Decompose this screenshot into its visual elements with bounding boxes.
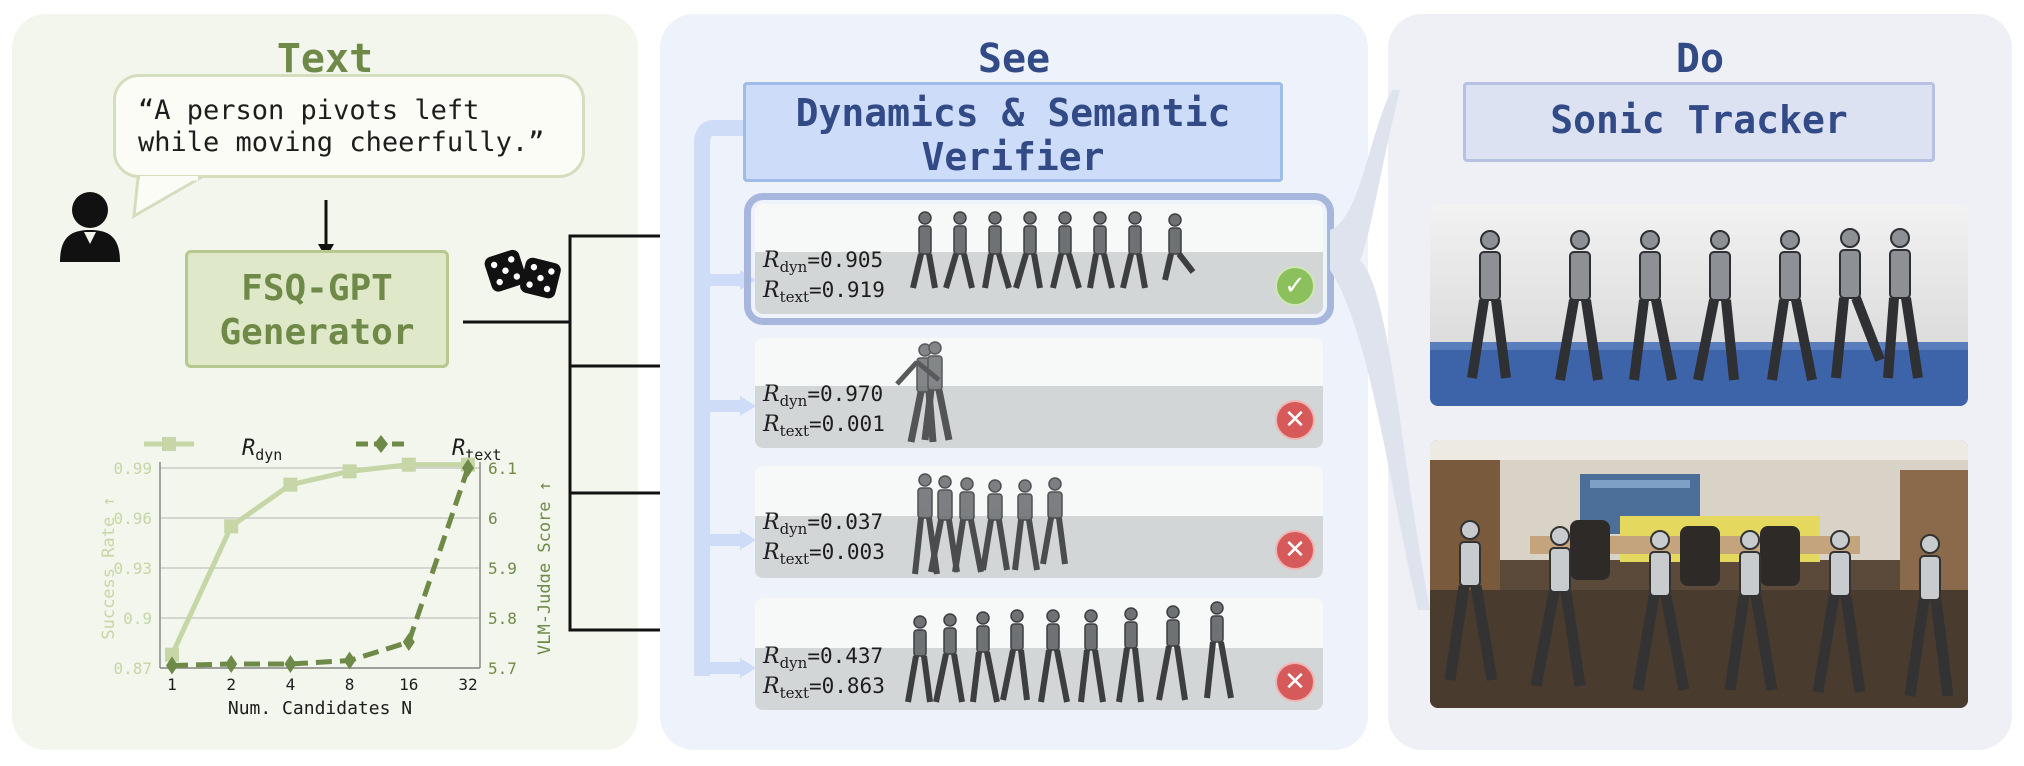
data-point-text	[284, 655, 297, 673]
candidates-chart: Rdyn Rtext 0.87 0.9 0.93 0.96 0.99 5.7 5.8 5.9 6…	[99, 435, 550, 718]
verifier-box: Dynamics & Semantic Verifier	[743, 82, 1283, 182]
y-right-tick-label: 6	[488, 509, 498, 528]
data-point-text	[225, 655, 238, 673]
y-left-tick-label: 0.96	[113, 509, 152, 528]
prompt-line-2: while moving cheerfully.”	[138, 127, 545, 158]
prompt-speech-bubble: “A person pivots left while moving cheer…	[113, 74, 585, 178]
speech-bubble-tail	[132, 176, 206, 219]
selection-funnel	[1330, 90, 1430, 610]
y-left-tick-label: 0.99	[113, 459, 152, 478]
x-tick-label: 8	[345, 675, 355, 694]
verifier-line-1: Dynamics & Semantic	[795, 91, 1231, 135]
robot-stage-photo	[1430, 204, 1968, 406]
candidate-motion-1: Rdyn=0.905 Rtext=0.919 ✓	[744, 193, 1334, 325]
y-right-tick-label: 6.1	[488, 459, 517, 478]
data-point-text	[462, 459, 474, 477]
legend-dyn-label: Rdyn	[242, 436, 282, 464]
series-line-dyn	[169, 462, 468, 656]
robot-office-scene	[1430, 440, 1968, 708]
candidate-1-rdyn: Rdyn=0.905	[763, 248, 884, 276]
data-point-dyn	[401, 457, 416, 472]
y-left-tick-label: 0.93	[113, 559, 152, 578]
y-left-tick-label: 0.87	[113, 659, 152, 678]
candidate-3-rdyn: Rdyn=0.037	[763, 510, 884, 538]
reject-cross-icon: ✕	[1275, 400, 1315, 440]
candidate-motion-3: Rdyn=0.037 Rtext=0.003 ✕	[755, 466, 1323, 578]
robot-office-photo	[1430, 440, 1968, 708]
accept-check-icon: ✓	[1275, 266, 1315, 306]
x-tick-label: 16	[399, 675, 418, 694]
verifier-line-2: Verifier	[921, 135, 1105, 179]
data-point-dyn	[342, 464, 357, 479]
candidate-4-rtext: Rtext=0.863	[763, 674, 885, 702]
x-tick-label: 4	[286, 675, 296, 694]
candidate-4-rdyn: Rdyn=0.437	[763, 644, 884, 672]
candidate-2-rtext: Rtext=0.001	[763, 412, 885, 440]
reject-cross-icon: ✕	[1275, 662, 1315, 702]
legend-dyn-marker	[162, 437, 176, 451]
dice-icon	[484, 249, 561, 299]
legend-text-marker	[374, 435, 388, 453]
y-axis-left-label: Success Rate ↑	[99, 496, 119, 639]
y-right-tick-label: 5.7	[488, 659, 517, 678]
tracker-box: Sonic Tracker	[1463, 82, 1935, 162]
y-right-tick-label: 5.8	[488, 609, 517, 628]
robot-motion-strip	[910, 211, 1196, 289]
x-axis-label: Num. Candidates N	[228, 698, 412, 718]
x-tick-label: 32	[458, 675, 477, 694]
candidate-3-rtext: Rtext=0.003	[763, 540, 885, 568]
y-axis-right-label: VLM-Judge Score ↑	[535, 481, 550, 655]
see-panel-title: See	[977, 36, 1051, 82]
data-point-dyn	[224, 519, 239, 534]
data-point-text	[166, 656, 178, 675]
candidate-2-rdyn: Rdyn=0.970	[763, 382, 884, 410]
generator-line-2: Generator	[219, 312, 415, 353]
generator-line-1: FSQ-GPT	[241, 268, 393, 309]
do-panel-title: Do	[1675, 36, 1725, 82]
robot-motion-strip	[895, 341, 953, 443]
x-tick-label: 1	[167, 675, 177, 694]
candidate-floor	[755, 386, 1323, 448]
data-point-text	[402, 633, 415, 651]
prompt-line-1: “A person pivots left	[138, 95, 480, 126]
robot-motion-strip	[912, 473, 1068, 575]
series-line-text	[171, 467, 471, 668]
candidate-1-rtext: Rtext=0.919	[763, 278, 885, 306]
y-left-tick-label: 0.9	[123, 609, 152, 628]
chart-legend: Rdyn Rtext	[144, 435, 501, 464]
data-point-dyn	[283, 477, 298, 492]
generator-box: FSQ-GPT Generator	[185, 250, 449, 368]
data-point-text	[343, 651, 356, 670]
candidate-motion-2: Rdyn=0.970 Rtext=0.001 ✕	[755, 338, 1323, 448]
x-tick-label: 2	[226, 675, 236, 694]
verifier-feedback-channel	[694, 120, 756, 678]
data-point-dyn	[165, 647, 179, 662]
reject-cross-icon: ✕	[1275, 530, 1315, 570]
robot-stage-scene	[1430, 204, 1968, 406]
candidate-motion-4: Rdyn=0.437 Rtext=0.863 ✕	[755, 598, 1323, 710]
user-icon	[60, 192, 120, 262]
y-right-tick-label: 5.9	[488, 559, 517, 578]
robot-motion-strip	[905, 601, 1234, 703]
